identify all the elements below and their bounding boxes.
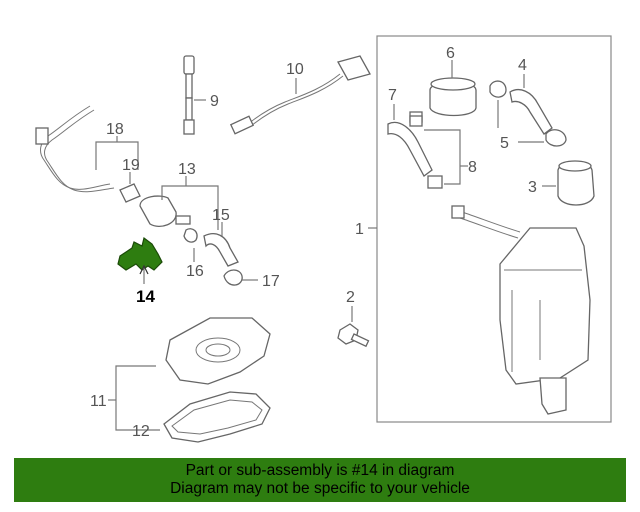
part-11-cover	[108, 317, 271, 431]
banner-line-part: Part or sub-assembly is #14 in diagram	[185, 462, 455, 479]
callout-18: 18	[106, 121, 124, 138]
part-info-banner: Part or sub-assembly is #14 in diagram D…	[14, 458, 626, 502]
part-3-cap	[542, 160, 595, 206]
callout-10: 10	[286, 61, 304, 78]
banner-line-disclaimer: Diagram may not be specific to your vehi…	[170, 480, 470, 497]
callout-4: 4	[518, 57, 527, 74]
part-13-valve	[139, 176, 219, 230]
part-6-valve	[409, 60, 477, 123]
part-8-clips	[409, 115, 468, 189]
callout-6: 6	[446, 45, 455, 62]
part-2-bolt	[337, 306, 370, 348]
part-16-clamp	[183, 228, 198, 262]
part-1-canister	[368, 205, 591, 415]
callout-5: 5	[500, 135, 509, 152]
part-9-sensor	[183, 55, 206, 135]
callout-2: 2	[346, 289, 355, 306]
callout-12: 12	[132, 423, 150, 440]
part-18-line	[35, 105, 139, 193]
callout-17: 17	[262, 273, 280, 290]
part-12-gasket	[163, 391, 271, 443]
assembly-1-frame	[376, 35, 612, 423]
callout-3: 3	[528, 179, 537, 196]
callout-1: 1	[355, 221, 364, 238]
part-10-sensor-cable	[229, 55, 371, 135]
parts-diagram: 1 2 3 4 5 6 7 8 9 10 11 12 13 14 15 16 1…	[35, 35, 612, 443]
callout-8: 8	[468, 159, 477, 176]
callout-16: 16	[186, 263, 204, 280]
callout-7: 7	[388, 87, 397, 104]
part-19-clip	[119, 172, 141, 203]
part-5-clamps	[489, 80, 567, 147]
callout-15: 15	[212, 207, 230, 224]
part-4-hose	[509, 74, 553, 135]
part-17-clip	[223, 269, 258, 286]
callout-11: 11	[90, 393, 107, 410]
part-14-bracket	[117, 236, 163, 284]
callout-19: 19	[122, 157, 140, 174]
callout-14: 14	[136, 287, 155, 306]
part-7-hose	[387, 104, 433, 177]
part-15-hose	[203, 222, 239, 267]
callout-9: 9	[210, 93, 219, 110]
callout-13: 13	[178, 161, 196, 178]
